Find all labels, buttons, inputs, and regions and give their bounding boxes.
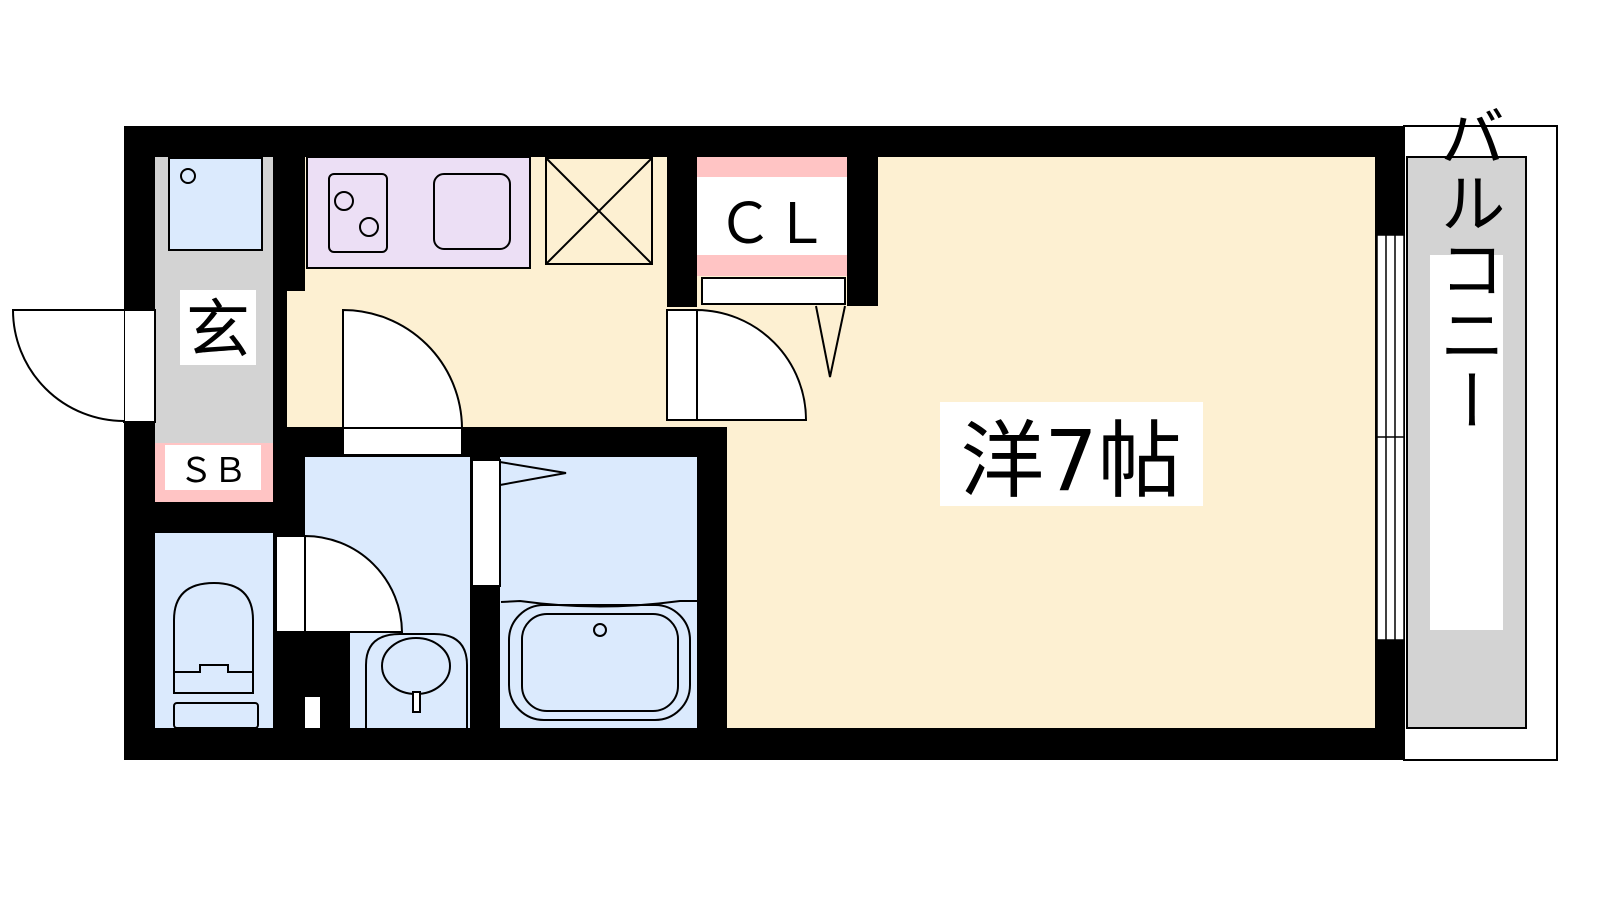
entrance: 玄	[155, 157, 273, 443]
western-room-label: 洋7帖	[960, 412, 1181, 510]
hall-floor-left	[287, 291, 317, 427]
washroom-door[interactable]	[342, 308, 464, 456]
kitchen-counter	[306, 156, 531, 269]
sink-icon	[433, 173, 511, 250]
room-door[interactable]	[666, 308, 808, 421]
toilet-icon	[173, 581, 259, 729]
fridge-space	[545, 157, 653, 265]
toilet-door[interactable]	[275, 534, 404, 633]
balcony-label: バルコニー	[1429, 103, 1506, 433]
front-door[interactable]	[11, 309, 156, 423]
closet-label: ＣＬ	[717, 192, 829, 257]
bathtub-icon	[508, 604, 691, 721]
shoe-box-label: ＳＢ	[179, 451, 247, 491]
balcony-window[interactable]	[1376, 234, 1405, 641]
entrance-label: 玄	[186, 294, 250, 368]
closet: ＣＬ	[697, 157, 847, 378]
washbasin-icon	[365, 633, 468, 728]
bathroom	[470, 457, 697, 728]
shoe-box: ＳＢ	[155, 443, 273, 502]
balcony: バルコニー	[1403, 103, 1558, 761]
toilet	[155, 533, 273, 729]
bathroom-door[interactable]	[471, 459, 567, 587]
western-room: 洋7帖	[940, 402, 1203, 510]
